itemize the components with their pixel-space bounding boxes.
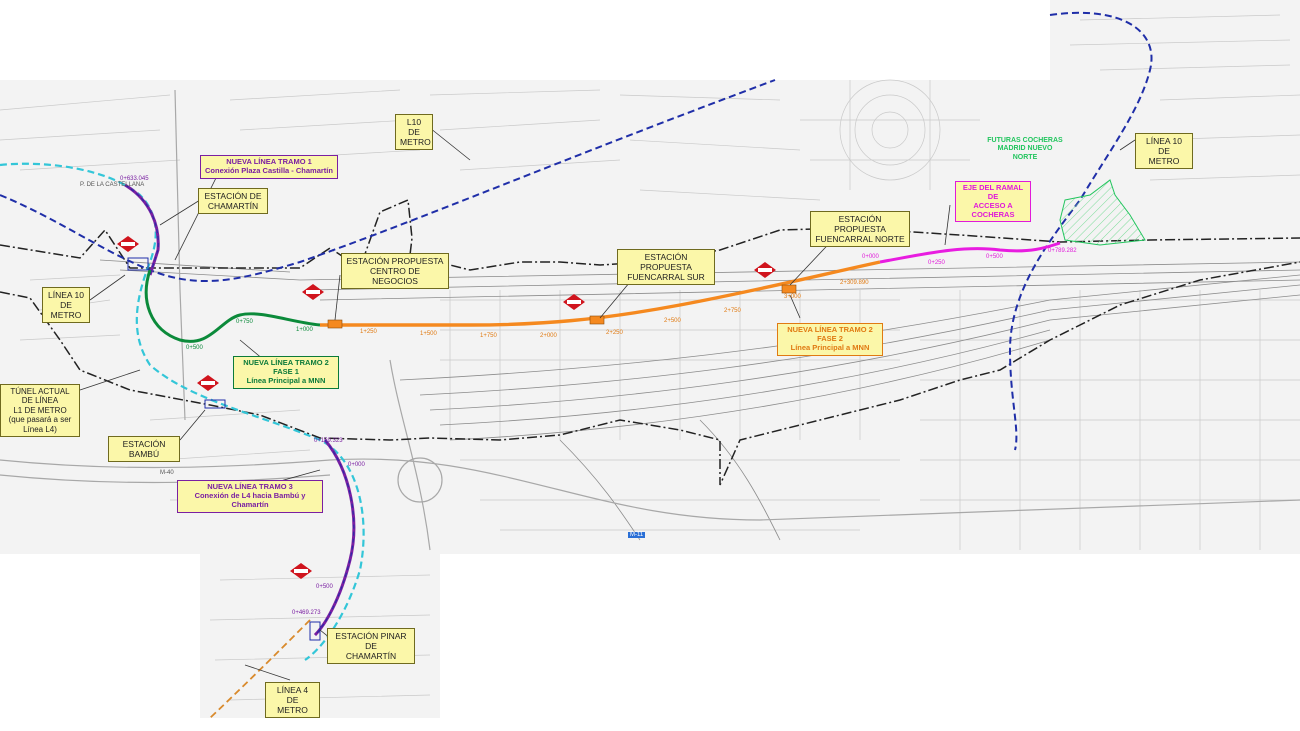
street-label: M-40 xyxy=(160,470,174,476)
label-tunel-actual: TÚNEL ACTUAL DE LÍNEA L1 DE METRO (que p… xyxy=(0,384,80,438)
chainage-label: 0+250 xyxy=(928,260,945,266)
metro-logo-icon xyxy=(302,284,324,300)
tramo-2-fase-1-route xyxy=(144,269,321,343)
label-estacion-bambu: ESTACIÓN BAMBÚ xyxy=(108,436,180,463)
chainage-label: 0+500 xyxy=(186,345,203,351)
label-estacion-pinar: ESTACIÓN PINAR DE CHAMARTÍN xyxy=(327,628,415,665)
chainage-label: 1+750 xyxy=(480,333,497,339)
label-l10-top: L10 DE METRO xyxy=(395,114,433,151)
label-tramo-2-fase-1: NUEVA LÍNEA TRAMO 2 FASE 1 Línea Princip… xyxy=(233,356,339,389)
chainage-label: 3+000 xyxy=(784,294,801,300)
label-futuras-cocheras: FUTURAS COCHERAS MADRID NUEVO NORTE xyxy=(987,137,1063,161)
rail-corridor xyxy=(99,259,1300,541)
metro-logo-icon xyxy=(197,375,219,391)
label-ramal-cocheras: EJE DEL RAMAL DE ACCESO A COCHERAS xyxy=(955,181,1031,223)
urban-blocks xyxy=(0,14,1300,701)
label-linea10-left: LÍNEA 10 DE METRO xyxy=(42,287,90,324)
chainage-label: 0+469.273 xyxy=(292,610,321,616)
tramo-3-route xyxy=(313,439,356,637)
label-linea4: LÍNEA 4 DE METRO xyxy=(265,682,320,719)
chainage-label: 2+309.890 xyxy=(840,280,869,286)
linea-10-route xyxy=(0,11,1153,451)
street-label: P. DE LA CASTELLANA xyxy=(80,182,145,188)
chainage-label: 2+250 xyxy=(606,330,623,336)
chainage-label: 0+000 xyxy=(348,462,365,468)
chainage-label: 1+500 xyxy=(420,331,437,337)
label-tramo-2-fase-2: NUEVA LÍNEA TRAMO 2 FASE 2 Línea Princip… xyxy=(777,323,883,356)
chainage-label: 2+750 xyxy=(724,308,741,314)
future-depot-area xyxy=(1059,179,1146,246)
chainage-label: 0+789.282 xyxy=(1048,248,1077,254)
chainage-label: 2+500 xyxy=(664,318,681,324)
chainage-label: 1+250 xyxy=(360,329,377,335)
label-estacion-centro-negocios: ESTACIÓN PROPUESTA CENTRO DE NEGOCIOS xyxy=(341,253,449,290)
label-estacion-chamartin: ESTACIÓN DE CHAMARTÍN xyxy=(198,188,268,215)
metro-logo-icon xyxy=(290,563,312,579)
tramo-1-route xyxy=(124,183,160,276)
chainage-label: 2+000 xyxy=(540,333,557,339)
label-estacion-fuencarral-norte: ESTACIÓN PROPUESTA FUENCARRAL NORTE xyxy=(810,211,910,248)
chainage-label: 0+159.323 xyxy=(314,438,343,444)
ramal-cocheras-route xyxy=(879,241,1061,264)
chainage-label: 1+000 xyxy=(296,327,313,333)
tramo-2-fase-2-route xyxy=(320,260,881,327)
metro-logo-icon xyxy=(117,236,139,252)
label-tramo-1: NUEVA LÍNEA TRAMO 1 Conexión Plaza Casti… xyxy=(200,155,338,179)
metro-logo-icon xyxy=(754,262,776,278)
chainage-label: 0+500 xyxy=(986,254,1003,260)
highways xyxy=(0,89,1300,551)
metro-logo-icon xyxy=(563,294,585,310)
street-label: M-11 xyxy=(628,532,646,538)
existing-station-boxes xyxy=(127,257,321,641)
chainage-label: 0+750 xyxy=(236,319,253,325)
chainage-label: 0+000 xyxy=(862,254,879,260)
label-linea10-right: LÍNEA 10 DE METRO xyxy=(1135,133,1193,170)
chainage-label: 0+500 xyxy=(316,584,333,590)
label-estacion-fuencarral-sur: ESTACIÓN PROPUESTA FUENCARRAL SUR xyxy=(617,249,715,286)
chainage-label: 0+633.045 xyxy=(120,176,149,182)
label-tramo-3: NUEVA LÍNEA TRAMO 3 Conexión de L4 hacia… xyxy=(177,480,323,513)
linea-4-route xyxy=(209,619,311,719)
